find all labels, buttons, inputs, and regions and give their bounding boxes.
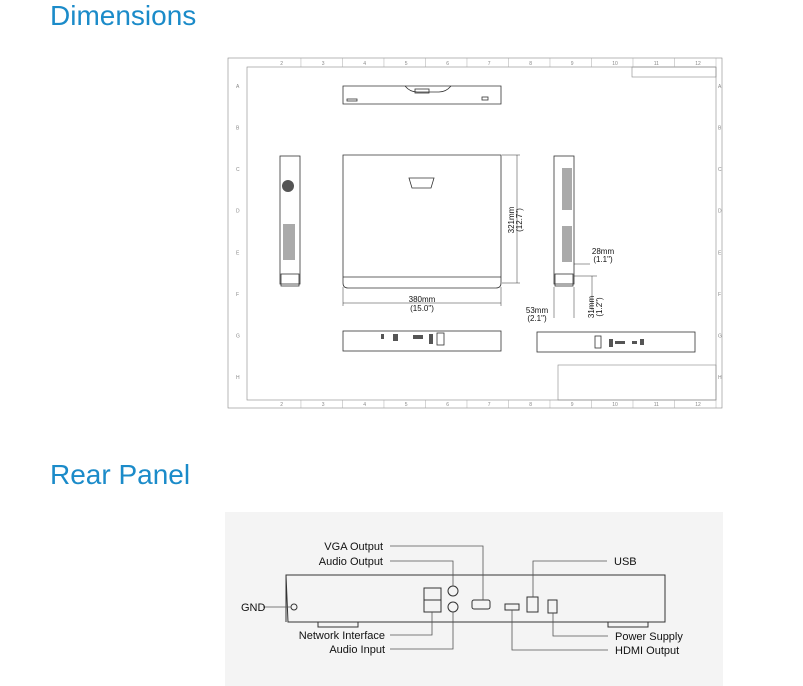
grid-column-label: 6 (446, 402, 449, 408)
chassis (285, 574, 666, 623)
grid-column-label: 11 (654, 402, 659, 408)
grid-row-label: H (236, 375, 240, 381)
label-audio-input: Audio Input (329, 644, 385, 656)
side-depth-in: (2.1") (527, 314, 547, 323)
grid-column-label: 7 (488, 61, 491, 67)
grid-column-label: 9 (571, 61, 574, 67)
grid-row-label: D (718, 209, 722, 215)
grid-row-label: A (236, 84, 240, 90)
depth-in: (12.7") (515, 208, 524, 232)
label-vga-output: VGA Output (324, 541, 383, 553)
rear-view-flipped (536, 331, 696, 353)
vga-port (471, 599, 491, 610)
left-side-view (279, 155, 301, 285)
grid-column-label: 2 (280, 61, 283, 67)
depth-mm: 321mm (507, 206, 516, 233)
usb-ports (526, 596, 539, 613)
grid-column-label: 9 (571, 402, 574, 408)
grid-column-label: 12 (695, 402, 701, 408)
foot-offset-mm: 28mm (592, 247, 615, 256)
grid-row-label: F (236, 292, 239, 298)
label-network-interface: Network Interface (299, 630, 385, 642)
foot-offset-in: (1.1") (593, 255, 613, 264)
grid-row-label: C (718, 167, 722, 173)
grid-column-label: 3 (322, 402, 325, 408)
grid-row-label: C (236, 167, 240, 173)
label-power-supply: Power Supply (615, 631, 683, 643)
grid-column-label: 4 (363, 402, 366, 408)
grid-column-label: 5 (405, 402, 408, 408)
grid-row-label: B (718, 125, 722, 131)
grid-column-label: 2 (280, 402, 283, 408)
grid-column-label: 8 (529, 402, 532, 408)
grid-row-label: F (718, 292, 721, 298)
grid-row-label: A (718, 84, 722, 90)
grid-column-label: 3 (322, 61, 325, 67)
height-mm: 31mm (587, 296, 596, 319)
label-audio-output: Audio Output (319, 556, 383, 568)
grid-column-label: 10 (612, 402, 618, 408)
grid-row-label: G (718, 334, 722, 340)
height-in: (1.2") (595, 297, 604, 317)
top-view (342, 154, 502, 289)
width-mm: 380mm (409, 295, 436, 304)
rear-panel-heading: Rear Panel (50, 459, 191, 490)
grid-column-label: 10 (612, 61, 618, 67)
side-depth-mm: 53mm (526, 306, 549, 315)
grid-column-label: 5 (405, 61, 408, 67)
grid-column-label: 11 (654, 61, 659, 67)
rear-view (342, 330, 502, 352)
grid-column-label: 7 (488, 402, 491, 408)
label-hdmi-output: HDMI Output (615, 645, 679, 657)
grid-row-label: H (718, 375, 722, 381)
dimensions-heading: Dimensions (50, 0, 197, 31)
grid-row-label: D (236, 209, 240, 215)
right-side-view (553, 155, 575, 285)
grid-column-label: 4 (363, 61, 366, 67)
grid-row-label: B (236, 125, 240, 131)
label-gnd: GND (241, 602, 266, 614)
width-in: (15.0") (410, 304, 434, 313)
grid-row-label: E (236, 250, 240, 256)
grid-row-label: G (236, 334, 240, 340)
grid-row-label: E (718, 250, 722, 256)
grid-column-label: 6 (446, 61, 449, 67)
front-view (342, 85, 502, 105)
grid-column-label: 12 (695, 61, 701, 67)
grid-column-label: 8 (529, 61, 532, 67)
label-usb: USB (614, 556, 637, 568)
power-port (547, 599, 558, 614)
